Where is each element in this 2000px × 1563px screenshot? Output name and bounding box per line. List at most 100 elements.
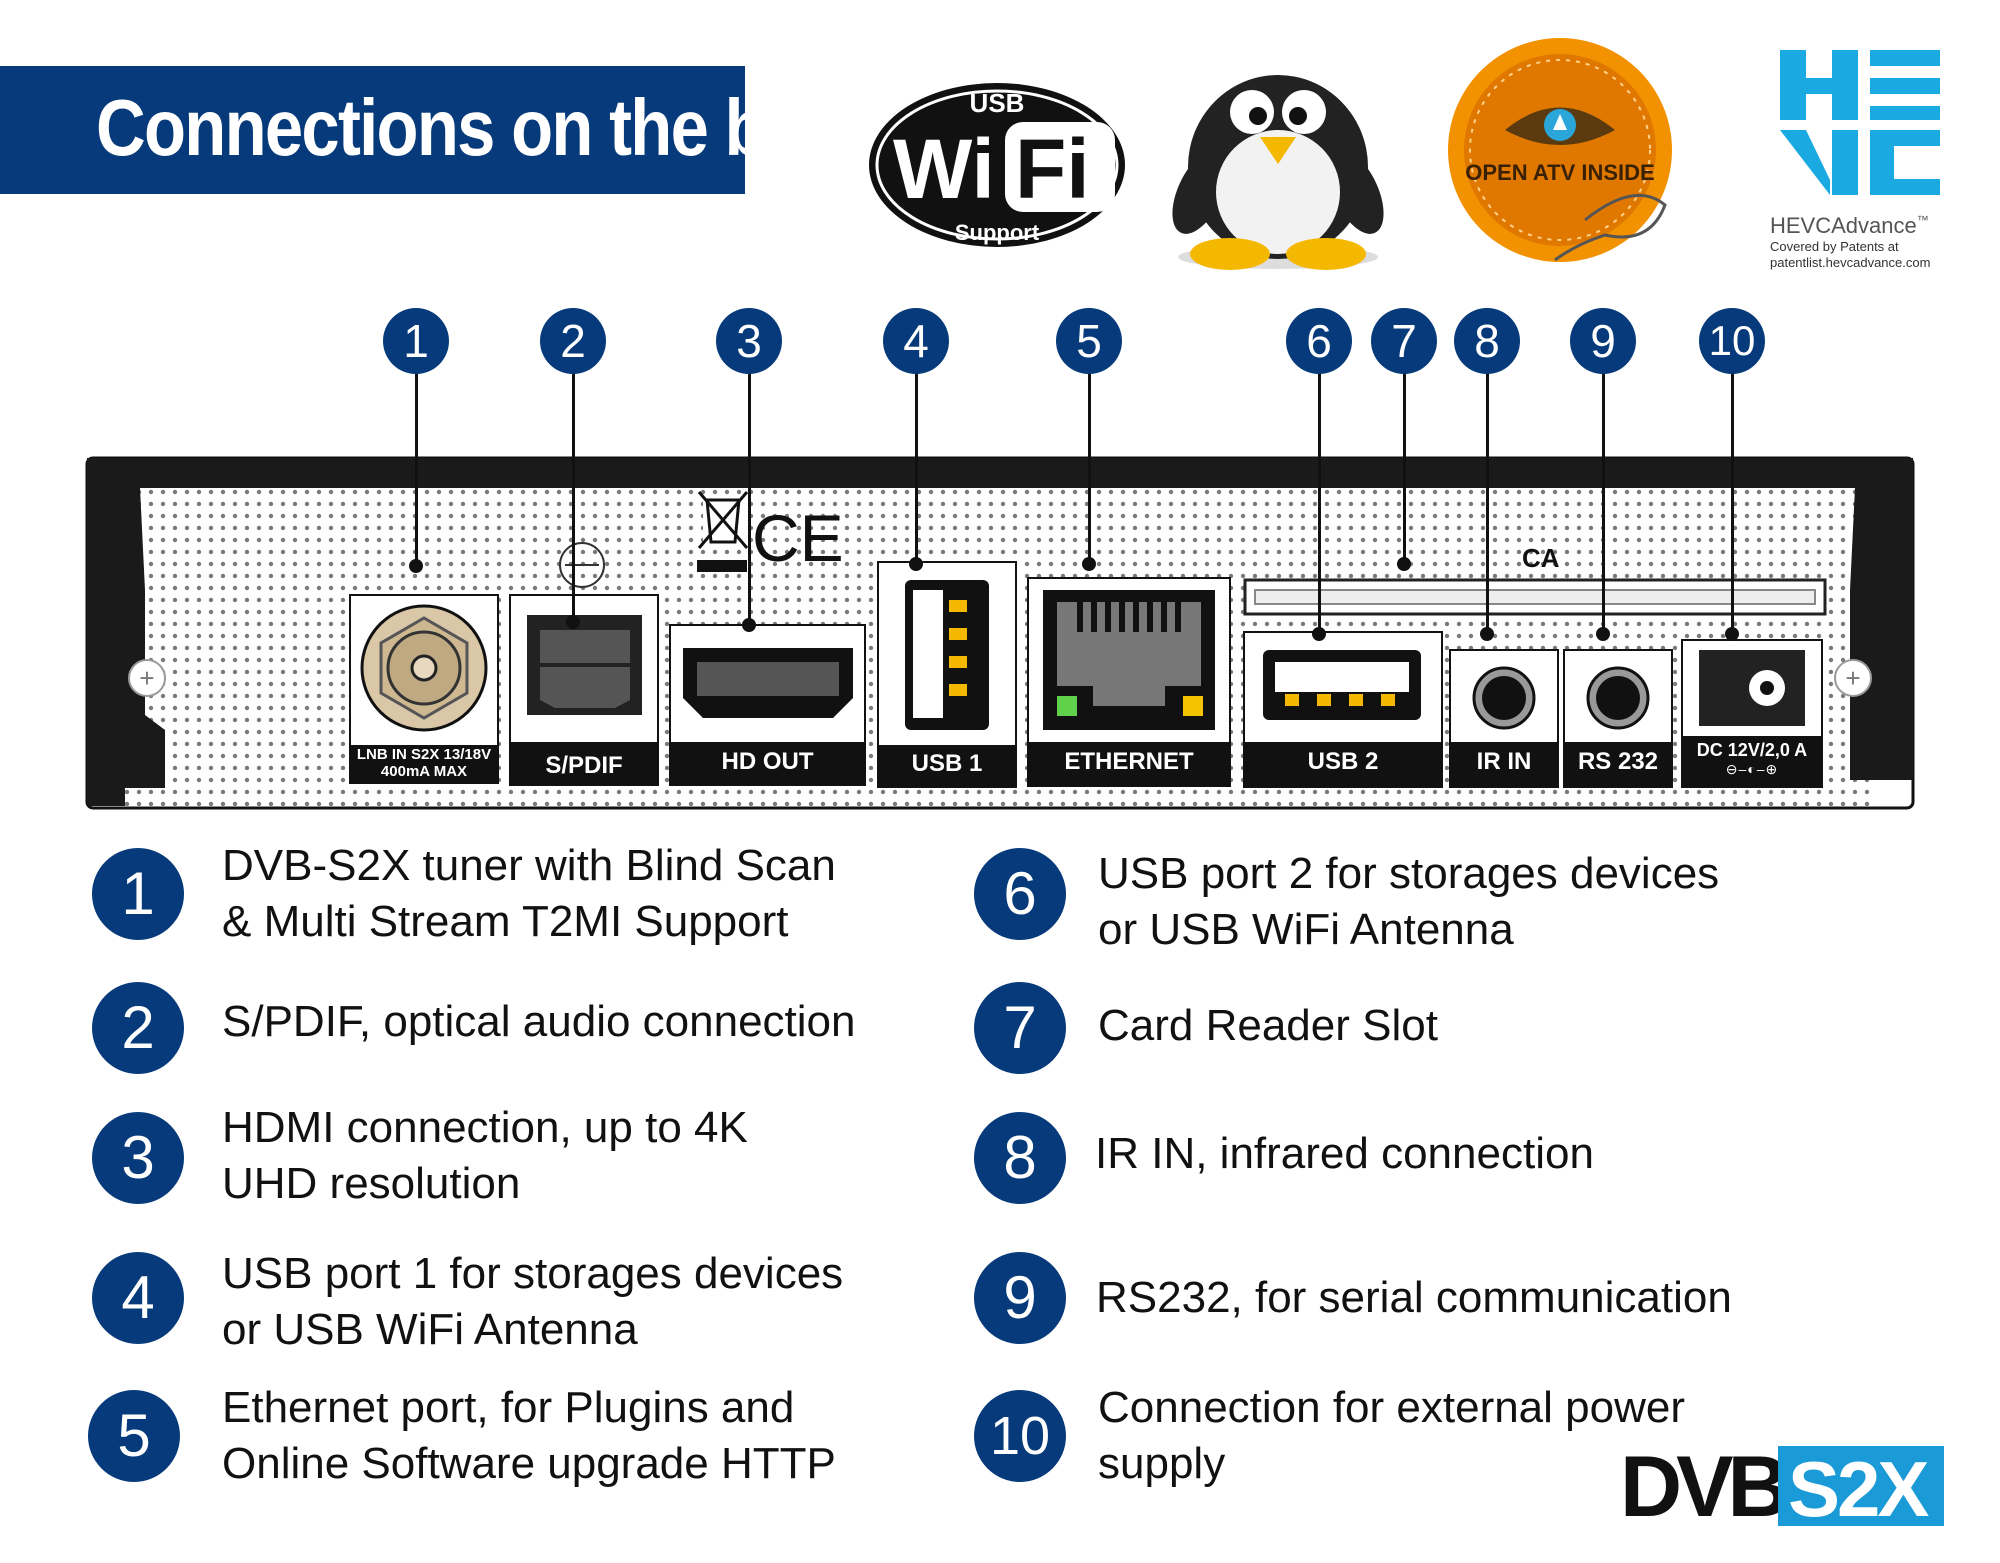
- leader-dot-3: [742, 618, 756, 632]
- leader-dot-1: [409, 559, 423, 573]
- legend-badge-8: 8: [974, 1112, 1066, 1204]
- legend-item-2: S/PDIF, optical audio connection: [222, 994, 856, 1050]
- weee-bin-icon: [697, 491, 749, 572]
- legend-item-6-line2: or USB WiFi Antenna: [1098, 905, 1514, 954]
- callout-6: 6: [1286, 308, 1352, 374]
- legend-item-1: DVB-S2X tuner with Blind Scan & Multi St…: [222, 838, 836, 950]
- open-atv-text: OPEN ATV INSIDE: [1465, 160, 1654, 185]
- spdif-port-label: S/PDIF: [545, 752, 623, 779]
- legend-item-3-line1: HDMI connection, up to 4K: [222, 1103, 748, 1152]
- dvb-logo-text: DVB: [1620, 1440, 1786, 1530]
- legend-badge-10: 10: [974, 1390, 1066, 1482]
- legend-item-10-line2: supply: [1098, 1439, 1226, 1488]
- leader-dot-5: [1082, 557, 1096, 571]
- wifi-logo-top-text: USB: [970, 88, 1025, 118]
- hevc-trademark: ™: [1916, 213, 1929, 227]
- legend-badge-9: 9: [974, 1252, 1066, 1344]
- legend-item-3: HDMI connection, up to 4K UHD resolution: [222, 1100, 748, 1212]
- wifi-logo-wi-text: Wi: [893, 122, 995, 216]
- svg-text:+: +: [1845, 663, 1860, 693]
- legend-item-3-line2: UHD resolution: [222, 1159, 521, 1208]
- irin-port-label: IR IN: [1476, 748, 1532, 775]
- receiver-back-panel: + +: [85, 456, 1915, 810]
- legend-item-4: USB port 1 for storages devices or USB W…: [222, 1246, 843, 1358]
- legend-badge-7: 7: [974, 982, 1066, 1074]
- leader-line-4: [915, 372, 918, 565]
- leader-dot-8: [1480, 627, 1494, 641]
- callout-8: 8: [1454, 308, 1520, 374]
- leader-line-7: [1403, 372, 1406, 565]
- leader-line-2: [572, 372, 575, 625]
- hdout-port-label: HD OUT: [721, 748, 814, 775]
- leader-dot-10: [1725, 627, 1739, 641]
- legend-item-9: RS232, for serial communication: [1096, 1270, 1732, 1326]
- callout-2: 2: [540, 308, 606, 374]
- ce-mark: CE: [752, 501, 844, 575]
- callout-5: 5: [1056, 308, 1122, 374]
- legend-item-8-line1: IR IN, infrared connection: [1095, 1129, 1594, 1178]
- leader-line-3: [748, 372, 751, 626]
- lnb-port-label-line2: 400mA MAX: [380, 763, 468, 780]
- open-atv-inside-seal: OPEN ATV INSIDE: [1448, 38, 1672, 262]
- callout-1: 1: [383, 308, 449, 374]
- leader-line-8: [1486, 372, 1489, 634]
- leader-dot-6: [1312, 627, 1326, 641]
- legend-item-8: IR IN, infrared connection: [1095, 1126, 1594, 1182]
- hevc-note-line1: Covered by Patents at: [1770, 239, 1899, 254]
- callout-3: 3: [716, 308, 782, 374]
- dc-polarity-icon: ⊖–◐–⊕: [1725, 761, 1779, 777]
- callout-7: 7: [1371, 308, 1437, 374]
- dvb-s2x-logo: DVB S2X: [1620, 1440, 1944, 1530]
- legend-badge-4: 4: [92, 1252, 184, 1344]
- callout-10: 10: [1699, 308, 1765, 374]
- legend-item-6-line1: USB port 2 for storages devices: [1098, 849, 1720, 898]
- legend-item-1-line2: & Multi Stream T2MI Support: [222, 897, 789, 946]
- legend-item-4-line1: USB port 1 for storages devices: [222, 1249, 844, 1298]
- wifi-logo-fi-text: Fi: [1015, 122, 1090, 216]
- callout-4: 4: [883, 308, 949, 374]
- legend-badge-1: 1: [92, 848, 184, 940]
- lnb-port-label-line1: LNB IN S2X 13/18V: [356, 746, 492, 763]
- legend-item-5: Ethernet port, for Plugins and Online So…: [222, 1380, 836, 1492]
- ethernet-port-label: ETHERNET: [1064, 748, 1194, 775]
- leader-line-6: [1318, 372, 1321, 634]
- leader-dot-4: [909, 557, 923, 571]
- svg-text:+: +: [139, 663, 154, 693]
- callout-9: 9: [1570, 308, 1636, 374]
- linux-penguin-icon: [1172, 75, 1384, 270]
- legend-badge-6: 6: [974, 848, 1066, 940]
- leader-dot-7: [1397, 557, 1411, 571]
- title-banner: [0, 66, 745, 194]
- usb-wifi-support-logo: USB Wi Fi Support: [869, 83, 1125, 247]
- legend-badge-2: 2: [92, 982, 184, 1074]
- legend-item-4-line2: or USB WiFi Antenna: [222, 1305, 638, 1354]
- leader-line-5: [1088, 372, 1091, 565]
- hevc-mark-icon: [1780, 50, 1940, 195]
- dc-port-label: DC 12V/2,0 A ⊖–◐–⊕: [1682, 740, 1822, 778]
- usb2-port-label: USB 2: [1307, 748, 1379, 775]
- page-title: Connections on the back: [96, 83, 876, 172]
- legend-badge-3: 3: [92, 1112, 184, 1204]
- legend-item-1-line1: DVB-S2X tuner with Blind Scan: [222, 841, 836, 890]
- wifi-logo-bottom-text: Support: [955, 220, 1040, 245]
- dc-port-label-text: DC 12V/2,0 A: [1696, 740, 1808, 760]
- legend-item-5-line2: Online Software upgrade HTTP: [222, 1439, 836, 1488]
- hevc-note-line2: patentlist.hevcadvance.com: [1770, 255, 1931, 270]
- leader-line-9: [1602, 372, 1605, 634]
- legend-badge-5: 5: [88, 1390, 180, 1482]
- hevc-advance-logo: HEVCAdvance™ Covered by Patents at paten…: [1770, 50, 1950, 295]
- hevc-brand-text: HEVCAdvance: [1770, 213, 1917, 238]
- leader-dot-9: [1596, 627, 1610, 641]
- leader-line-1: [415, 372, 418, 565]
- legend-item-2-line1: S/PDIF, optical audio connection: [222, 997, 856, 1046]
- legend-item-5-line1: Ethernet port, for Plugins and: [222, 1383, 795, 1432]
- legend-item-7-line1: Card Reader Slot: [1098, 1001, 1438, 1050]
- legend-item-6: USB port 2 for storages devices or USB W…: [1098, 846, 1719, 958]
- legend-item-10-line1: Connection for external power: [1098, 1383, 1685, 1432]
- leader-dot-2: [566, 615, 580, 629]
- leader-line-10: [1731, 372, 1734, 634]
- usb1-port-label: USB 1: [911, 750, 983, 777]
- legend-item-7: Card Reader Slot: [1098, 998, 1438, 1054]
- ca-label: CA: [1522, 543, 1560, 573]
- rs232-port-label: RS 232: [1577, 748, 1659, 775]
